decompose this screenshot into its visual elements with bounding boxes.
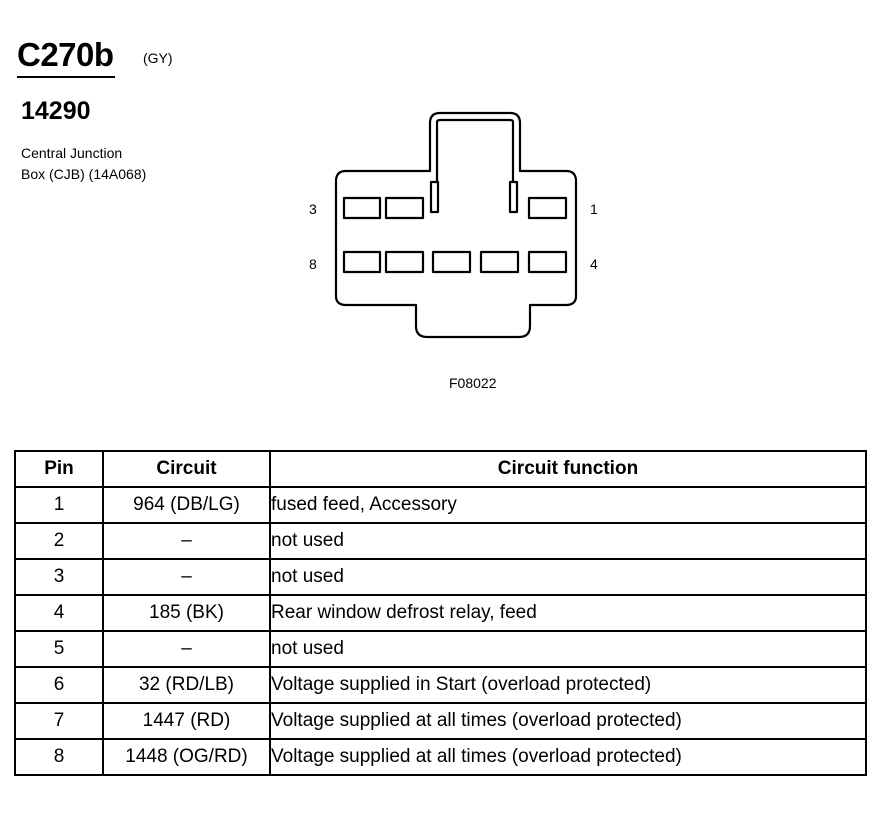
- circuit-cell: 1448 (OG/RD): [102, 738, 271, 776]
- circuit-cell: 1447 (RD): [102, 702, 271, 740]
- connector-id-underline: [17, 76, 115, 78]
- table-row: 4 185 (BK) Rear window defrost relay, fe…: [14, 594, 867, 632]
- table-header-row: Pin Circuit Circuit function: [14, 450, 867, 488]
- pin-table: Pin Circuit Circuit function 1 964 (DB/L…: [14, 450, 867, 776]
- connector-id: C270b: [17, 36, 114, 73]
- pin-label-top-right: 1: [590, 201, 598, 217]
- header-circuit: Circuit: [102, 450, 271, 488]
- cavity-3: [342, 196, 382, 220]
- function-cell: fused feed, Accessory: [269, 486, 867, 524]
- table-row: 7 1447 (RD) Voltage supplied at all time…: [14, 702, 867, 740]
- figure-id: F08022: [449, 375, 497, 391]
- circuit-cell: –: [102, 558, 271, 596]
- cavity-7: [384, 250, 425, 274]
- connector-outline: [334, 111, 578, 339]
- connector-face-diagram: [334, 111, 578, 339]
- table-row: 3 – not used: [14, 558, 867, 596]
- color-code: (GY): [143, 50, 173, 66]
- function-cell: Voltage supplied at all times (overload …: [269, 702, 867, 740]
- pin-label-bottom-right: 4: [590, 256, 598, 272]
- function-cell: Voltage supplied in Start (overload prot…: [269, 666, 867, 704]
- pin-cell: 3: [14, 558, 104, 596]
- cavity-8: [342, 250, 382, 274]
- circuit-cell: 32 (RD/LB): [102, 666, 271, 704]
- cavity-2: [384, 196, 425, 220]
- circuit-cell: –: [102, 630, 271, 668]
- pin-cell: 4: [14, 594, 104, 632]
- function-cell: Voltage supplied at all times (overload …: [269, 738, 867, 776]
- cavity-6: [431, 250, 472, 274]
- table-row: 5 – not used: [14, 630, 867, 668]
- circuit-cell: –: [102, 522, 271, 560]
- table-row: 1 964 (DB/LG) fused feed, Accessory: [14, 486, 867, 524]
- function-cell: not used: [269, 558, 867, 596]
- function-cell: Rear window defrost relay, feed: [269, 594, 867, 632]
- pin-cell: 1: [14, 486, 104, 524]
- cavity-4: [527, 250, 568, 274]
- description-line-1: Central Junction: [21, 145, 123, 161]
- pin-cell: 2: [14, 522, 104, 560]
- part-number: 14290: [21, 97, 91, 125]
- table-row: 8 1448 (OG/RD) Voltage supplied at all t…: [14, 738, 867, 776]
- table-row: 2 – not used: [14, 522, 867, 560]
- pin-label-bottom-left: 8: [309, 256, 317, 272]
- pin-cell: 7: [14, 702, 104, 740]
- circuit-cell: 185 (BK): [102, 594, 271, 632]
- function-cell: not used: [269, 630, 867, 668]
- pin-cell: 8: [14, 738, 104, 776]
- function-cell: not used: [269, 522, 867, 560]
- header-pin: Pin: [14, 450, 104, 488]
- header-function: Circuit function: [269, 450, 867, 488]
- circuit-cell: 964 (DB/LG): [102, 486, 271, 524]
- cavity-5: [479, 250, 520, 274]
- cavity-1: [527, 196, 568, 220]
- latch-inner-lines: [435, 118, 515, 182]
- pin-label-top-left: 3: [309, 201, 317, 217]
- latch-block-left: [429, 180, 440, 214]
- table-row: 6 32 (RD/LB) Voltage supplied in Start (…: [14, 666, 867, 704]
- latch-block-right: [508, 180, 519, 214]
- pin-cell: 6: [14, 666, 104, 704]
- description-line-2: Box (CJB) (14A068): [21, 166, 147, 182]
- pin-cell: 5: [14, 630, 104, 668]
